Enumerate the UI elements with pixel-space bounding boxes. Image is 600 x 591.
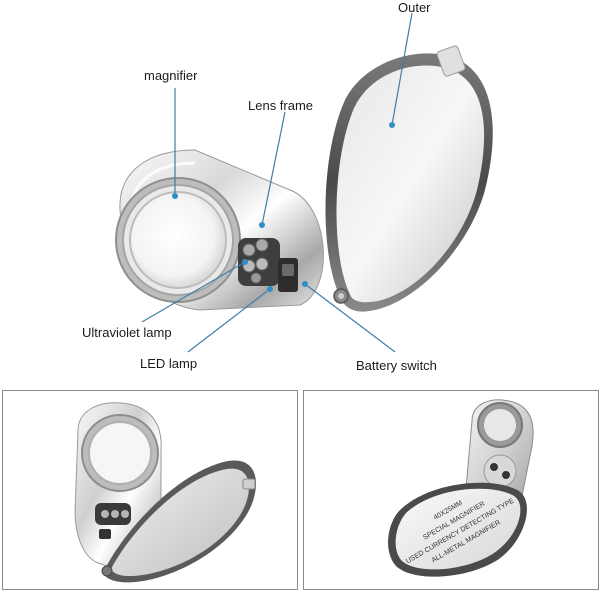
label-ultraviolet-lamp: Ultraviolet lamp	[82, 325, 172, 340]
photo-panel-right: 40X25MM SPECIAL MAGNIFIER USED CURRENCY …	[303, 390, 599, 590]
dot-battery-switch	[302, 281, 308, 287]
dot-led-lamp	[267, 286, 273, 292]
battery-switch	[278, 258, 298, 292]
leader-outer	[391, 12, 413, 126]
main-loupe-illustration	[115, 12, 493, 353]
lamp-cluster	[238, 238, 280, 286]
leader-uv-lamp	[141, 261, 246, 323]
loupe-view-back: 40X25MM SPECIAL MAGNIFIER USED CURRENCY …	[388, 399, 534, 577]
label-outer: Outer	[398, 0, 431, 15]
dot-outer	[389, 122, 395, 128]
label-lens-frame: Lens frame	[248, 98, 314, 113]
label-battery-switch: Battery switch	[356, 358, 437, 373]
label-led-lamp: LED lamp	[140, 356, 198, 371]
dot-uv-lamp	[242, 259, 248, 265]
leader-battery-switch	[304, 283, 396, 353]
label-magnifier: magnifier	[144, 68, 198, 83]
loupe-view-open	[74, 402, 256, 583]
leader-lens-frame	[261, 111, 286, 226]
outer-cover	[325, 45, 493, 312]
lens-assembly	[115, 177, 241, 303]
dot-magnifier	[172, 193, 178, 199]
leader-led-lamp	[187, 288, 271, 353]
photo-panel-left	[2, 390, 298, 590]
dot-lens-frame	[259, 222, 265, 228]
